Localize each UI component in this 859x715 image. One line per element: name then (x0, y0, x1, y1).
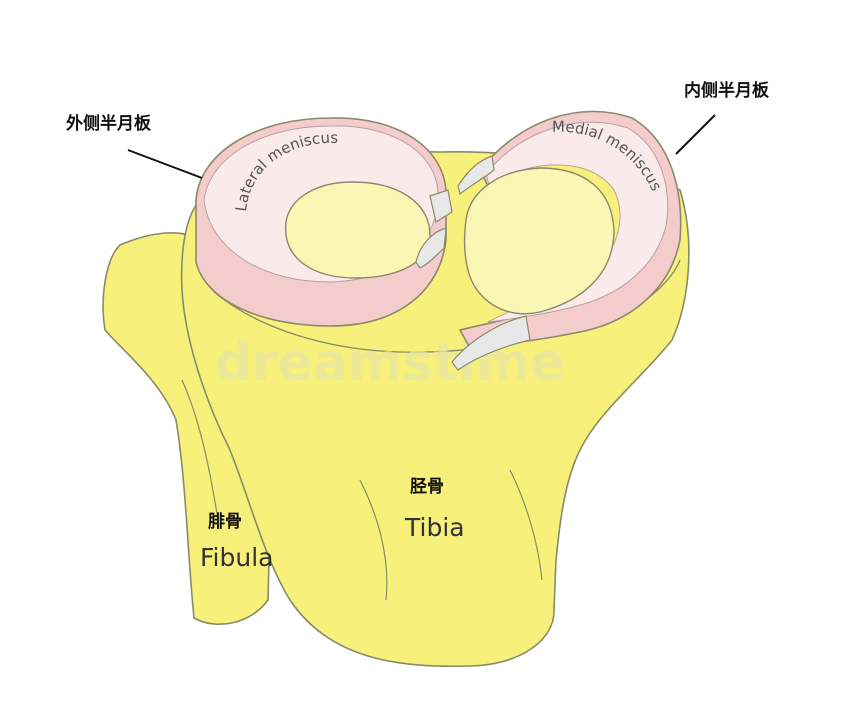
medial-meniscus-top (485, 121, 669, 323)
medial-anterior-horn-ligament (451, 315, 531, 371)
fibula-en-label: Fibula (200, 543, 274, 572)
lateral-meniscus-leader-line (127, 149, 203, 179)
lateral-meniscus (195, 117, 447, 327)
fibula-contour (181, 379, 219, 521)
fibula-cn-label: 腓骨 (208, 512, 242, 532)
tibia-en-label: Tibia (404, 513, 465, 542)
tibia-cn-label: 胫骨 (410, 477, 444, 497)
medial-tibial-plateau (463, 167, 615, 315)
lateral-tibial-plateau (285, 181, 431, 279)
tibia-contour-left (359, 479, 388, 601)
medial-posterior-horn-ligament (457, 155, 495, 196)
tibia-contour-right (509, 469, 543, 581)
lateral-meniscus-cn-label: 外侧半月板 (66, 113, 152, 134)
lateral-anterior-horn-ligament (415, 227, 447, 269)
medial-meniscus-leader-line (675, 114, 716, 155)
medial-meniscus-cn-label: 内侧半月板 (684, 80, 770, 101)
meniscal-ligaments (415, 155, 531, 371)
lateral-posterior-horn-ligament (429, 189, 453, 223)
